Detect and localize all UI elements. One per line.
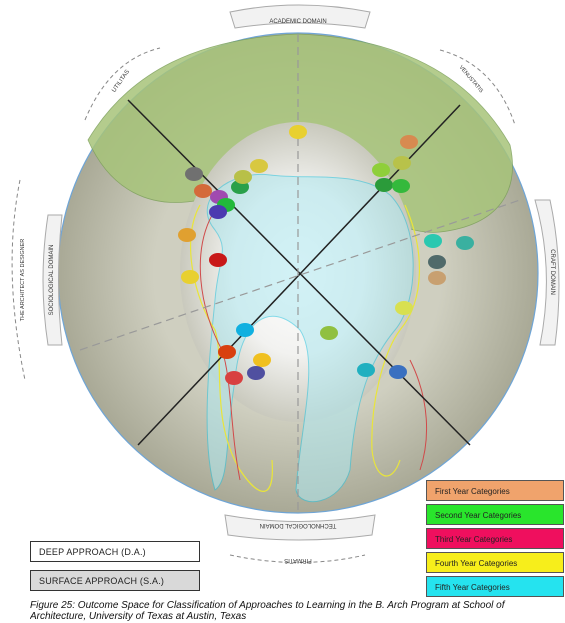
deep-approach-box: DEEP APPROACH (D.A.): [30, 541, 200, 562]
figure-caption: Figure 25: Outcome Space for Classificat…: [30, 600, 565, 622]
marker: [320, 326, 338, 340]
diagonal-line-a: [127, 99, 471, 446]
marker: [393, 156, 411, 170]
utilitas-label: UTILITAS: [111, 69, 131, 94]
domain-tabs: ACADEMIC DOMAIN TECHNOLOGICAL DOMAIN CRA…: [11, 4, 560, 563]
marker: [209, 205, 227, 219]
marker: [392, 179, 410, 193]
marker: [234, 170, 252, 184]
surface-approach-box: SURFACE APPROACH (S.A.): [30, 570, 200, 591]
marker: [236, 323, 254, 337]
academic-tab: [229, 4, 371, 29]
marker: [428, 255, 446, 269]
marker: [289, 125, 307, 139]
category-markers: [178, 125, 474, 385]
firmatis-arc: [229, 554, 366, 563]
firmatis-label: FIRMATIS: [284, 557, 312, 563]
fifth-year-region: [206, 173, 414, 503]
utilitas-arc: [84, 47, 161, 121]
marker: [372, 163, 390, 177]
marker: [247, 366, 265, 380]
marker: [389, 365, 407, 379]
caption-line-2: Architecture, University of Texas at Aus…: [30, 611, 247, 622]
marker: [250, 159, 268, 173]
marker: [209, 253, 227, 267]
legend-item-year1: First Year Categories: [426, 480, 564, 501]
architect-label: THE ARCHITECT AS DESIGNER: [20, 239, 26, 321]
technological-domain-label: TECHNOLOGICAL DOMAIN: [260, 522, 337, 528]
technological-tab: [224, 514, 376, 541]
marker: [424, 234, 442, 248]
marker: [395, 301, 413, 315]
marker: [178, 228, 196, 242]
marker: [428, 271, 446, 285]
legend-item-year5: Fifth Year Categories: [426, 576, 564, 597]
craft-tab: [534, 199, 560, 346]
marker: [456, 236, 474, 250]
marker: [375, 178, 393, 192]
marker: [181, 270, 199, 284]
architect-arc: [11, 179, 26, 381]
legend-item-year4: Fourth Year Categories: [426, 552, 564, 573]
legend-item-year3: Third Year Categories: [426, 528, 564, 549]
marker: [357, 363, 375, 377]
marker: [253, 353, 271, 367]
marker: [218, 345, 236, 359]
craft-domain-label: CRAFT DOMAIN: [549, 249, 555, 295]
caption-line-1: Figure 25: Outcome Space for Classificat…: [30, 600, 505, 611]
legend-item-year2: Second Year Categories: [426, 504, 564, 525]
marker: [194, 184, 212, 198]
marker: [225, 371, 243, 385]
sociological-tab: [42, 214, 63, 346]
marker: [400, 135, 418, 149]
marker: [185, 167, 203, 181]
fourth-year-outline: [189, 204, 420, 492]
sociological-domain-label: SOCIOLOGICAL DOMAIN: [49, 245, 55, 316]
academic-domain-label: ACADEMIC DOMAIN: [269, 19, 326, 25]
